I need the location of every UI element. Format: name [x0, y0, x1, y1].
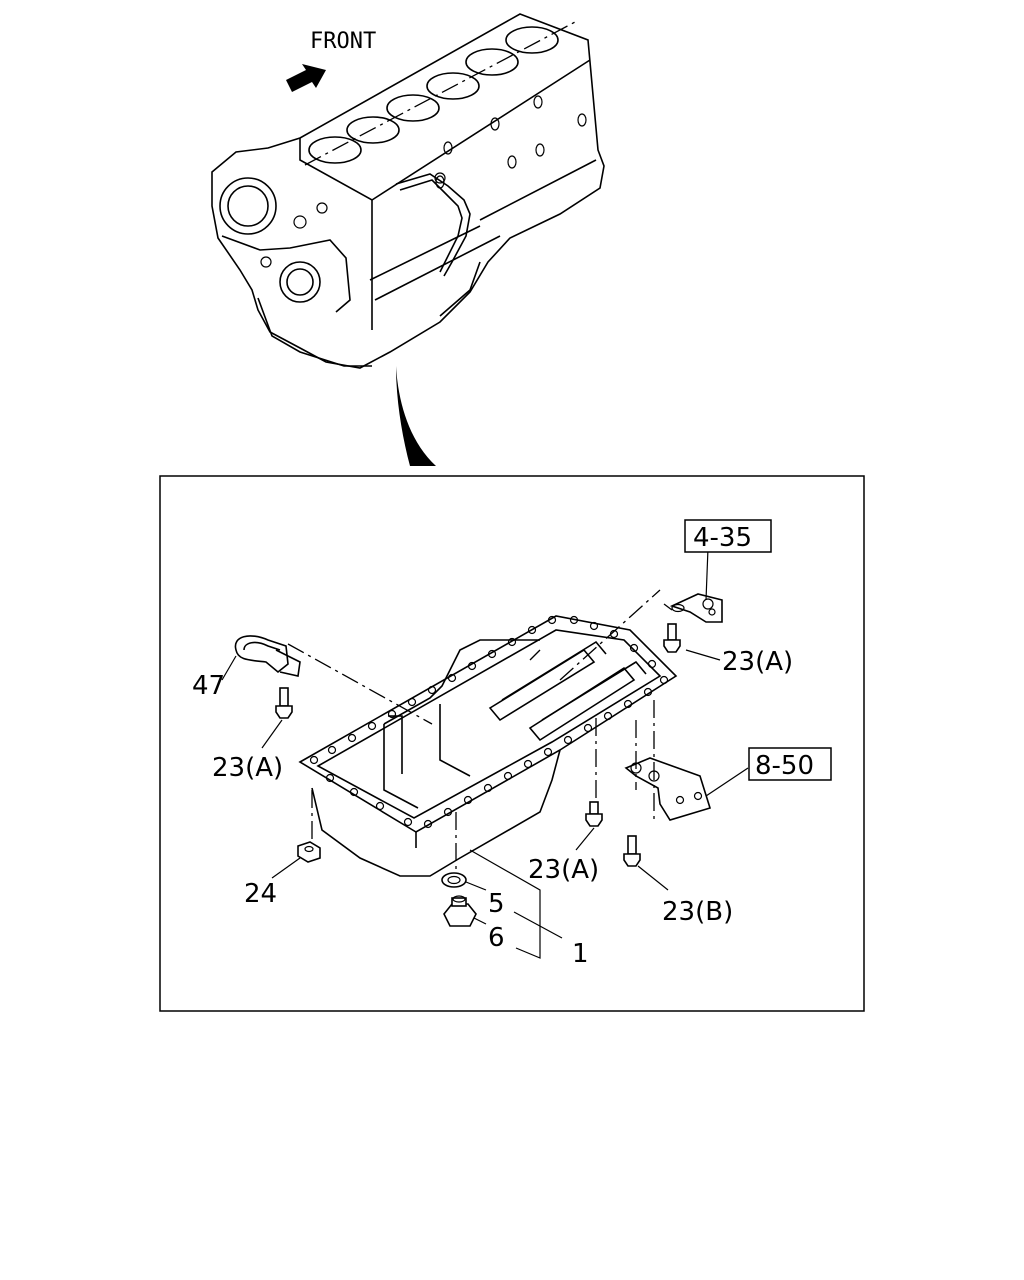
callout-23a-left: 23(A)	[212, 753, 283, 783]
front-arrow-icon	[286, 64, 326, 92]
bracket-8-50	[624, 757, 712, 821]
callout-23b: 23(B)	[662, 897, 733, 927]
bolt-23a-left	[275, 687, 293, 719]
callout-6: 6	[488, 923, 505, 953]
callout-ref-8-50[interactable]: 8-50	[755, 751, 814, 781]
part-47-bracket	[234, 635, 301, 677]
ref-box-4-35	[684, 519, 772, 553]
drain-plug-6	[443, 895, 477, 927]
ref-box-8-50	[748, 747, 832, 781]
bolt-23b	[623, 835, 641, 867]
bolt-23a-top	[663, 623, 681, 653]
oil-pan	[298, 615, 678, 877]
assembly-lines	[287, 589, 673, 870]
flange-holes	[309, 615, 669, 829]
pointer-arrow	[396, 366, 436, 466]
callout-leaders	[221, 547, 749, 959]
bolt-23a-mid	[585, 801, 603, 827]
front-label: FRONT	[310, 29, 376, 54]
engine-block-overview	[211, 13, 605, 369]
callout-ref-4-35[interactable]: 4-35	[693, 523, 752, 553]
callout-5: 5	[488, 889, 505, 919]
callout-1: 1	[572, 939, 589, 969]
nut-24	[297, 841, 321, 863]
washer-5	[441, 872, 467, 888]
bracket-4-35	[669, 593, 723, 623]
callout-24: 24	[244, 879, 277, 909]
detail-frame	[159, 475, 865, 1012]
callout-23a-top: 23(A)	[722, 647, 793, 677]
callout-23a-mid: 23(A)	[528, 855, 599, 885]
callout-47: 47	[192, 671, 225, 701]
